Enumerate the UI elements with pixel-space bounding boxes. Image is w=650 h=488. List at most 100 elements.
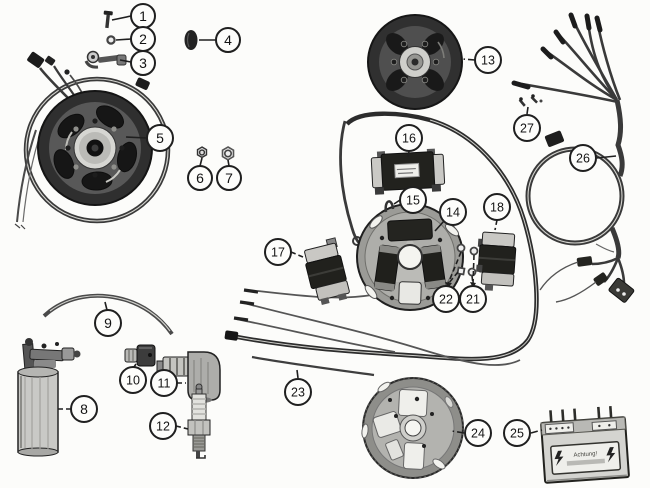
stator-screws: [379, 235, 443, 301]
callout-circle: [146, 124, 174, 152]
terminal-connector: [224, 330, 239, 341]
callout-number: 21: [466, 293, 480, 307]
callout-circle: [215, 27, 241, 53]
hex-nut: [196, 146, 208, 159]
callout-circle: [216, 165, 242, 191]
callout-leader: [115, 38, 132, 41]
callout-circle: [399, 186, 427, 214]
callout-leader: [494, 219, 498, 231]
callout-number: 24: [471, 427, 485, 441]
callout-leader: [119, 59, 132, 63]
callout-5: 5: [125, 124, 174, 152]
callout-number: 15: [406, 194, 420, 208]
callout-7: 7: [216, 159, 242, 191]
callout-leader: [104, 301, 108, 311]
callout-circle: [187, 165, 213, 191]
mounting-screw: [103, 10, 113, 29]
callout-23: 23: [284, 369, 312, 406]
callout-number: 25: [510, 427, 524, 441]
armature-coil-left: [304, 237, 350, 305]
callout-leader: [296, 369, 299, 379]
harness-connector-tips: [511, 12, 603, 90]
callout-number: 2: [139, 31, 147, 47]
armature-coil-right: [476, 231, 517, 291]
callout-number: 6: [196, 170, 204, 186]
callout-circle: [503, 419, 531, 447]
ignition-coil: [17, 338, 81, 457]
callout-leader: [526, 106, 529, 115]
callout-16: 16: [395, 124, 423, 158]
callout-leader: [407, 150, 410, 158]
main-sweep-cable: [224, 111, 539, 362]
cable-connector-nut: [124, 344, 156, 367]
lighting-coil: [370, 148, 446, 195]
callout-25: 25: [503, 419, 543, 447]
cable-clip: [384, 200, 395, 213]
leader-arrow: [445, 282, 452, 288]
label-smudge: [566, 458, 605, 466]
callout-leader: [461, 58, 476, 61]
harness-screws: [518, 94, 543, 107]
box-small-label: [544, 422, 575, 435]
stator-left-coil: [373, 244, 401, 292]
callout-9: 9: [94, 301, 122, 337]
callout-22: 22: [432, 251, 462, 313]
callout-circle: [439, 198, 467, 226]
callout-27: 27: [513, 106, 541, 142]
callout-10: 10: [119, 363, 147, 394]
callout-leader: [471, 275, 474, 285]
callout-6: 6: [187, 157, 213, 191]
callout-number: 27: [520, 122, 534, 136]
ground-wire: [251, 355, 375, 377]
callout-number: 10: [126, 374, 140, 388]
callout-number: 26: [576, 152, 590, 166]
callout-number: 18: [490, 201, 504, 215]
bullet-connector: [64, 69, 70, 75]
spark-plug: [187, 383, 211, 459]
multi-pin-connector: [608, 277, 635, 303]
flywheel-magneto: [37, 90, 153, 206]
callout-leader: [393, 199, 401, 205]
callout-number: 23: [291, 386, 305, 400]
condenser: [398, 281, 422, 305]
callout-leader: [290, 251, 304, 258]
small-washer: [106, 35, 116, 45]
callout-15: 15: [393, 186, 427, 214]
callout-4: 4: [199, 27, 241, 53]
callout-circle: [150, 369, 178, 397]
callout-circle: [130, 50, 156, 76]
spark-plug-cap: [156, 351, 221, 403]
stator-top-coil: [387, 218, 433, 242]
callout-3: 3: [119, 50, 156, 76]
callout-circle: [284, 378, 312, 406]
callout-circle: [395, 124, 423, 152]
callout-18: 18: [483, 193, 511, 231]
callout-leader: [125, 136, 148, 139]
callout-circle: [483, 193, 511, 221]
warning-label: [550, 441, 622, 475]
callout-13: 13: [461, 46, 502, 74]
plug-cable: [42, 293, 174, 336]
branch-connector: [593, 272, 608, 286]
callout-number: 9: [104, 315, 112, 331]
box-pins: [549, 406, 613, 424]
plate-pad: [402, 442, 426, 470]
callout-leader: [175, 425, 189, 430]
callout-number: 1: [139, 8, 147, 24]
callout-leader: [451, 430, 465, 434]
callout-leader: [530, 429, 543, 434]
callout-number: 14: [446, 206, 460, 220]
rotor-backing-plate: [361, 377, 464, 479]
plate-pad: [385, 439, 404, 461]
rotor-bolts: [390, 40, 440, 84]
spring-washer: [221, 146, 235, 161]
lightning-icon: [606, 446, 616, 463]
box-small-label: [591, 420, 618, 431]
stator-right-coil: [420, 244, 446, 290]
hub-bolts: [65, 118, 125, 178]
plate-pad: [372, 411, 402, 438]
harness-clamp: [544, 130, 564, 147]
